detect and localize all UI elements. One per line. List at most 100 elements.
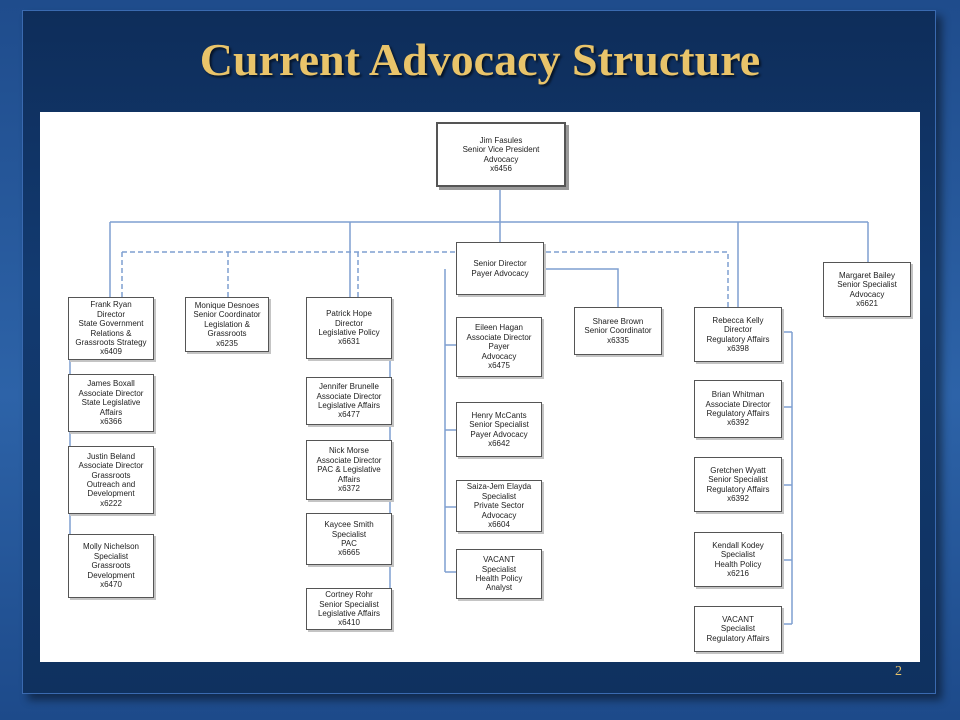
org-box-line: Nick Morse bbox=[328, 446, 369, 456]
org-box-line: Grassroots bbox=[91, 561, 131, 571]
org-box-line: Margaret Bailey bbox=[838, 270, 896, 280]
org-box-line: Grassroots Strategy bbox=[75, 337, 147, 347]
org-box-line: x6621 bbox=[856, 298, 878, 308]
org-box-line: Outreach and bbox=[86, 480, 136, 489]
org-box-line: Cortney Rohr bbox=[325, 590, 373, 600]
org-box-line: Monique Desnoes bbox=[194, 300, 260, 310]
org-box-line: Regulatory Affairs bbox=[706, 409, 770, 418]
org-box-line: VACANT bbox=[483, 555, 515, 565]
org-box-line: Affairs bbox=[99, 407, 123, 417]
org-box-line: x6398 bbox=[727, 343, 749, 353]
org-box-line: x6235 bbox=[216, 338, 238, 348]
org-box-line: Gretchen Wyatt bbox=[710, 465, 766, 475]
org-box-line: James Boxall bbox=[87, 379, 135, 389]
org-box-line: Rebecca Kelly bbox=[712, 315, 764, 325]
org-box-line: Jim Fasules bbox=[479, 135, 523, 145]
org-box-line: Senior Coordinator bbox=[584, 326, 652, 336]
org-box-line: Development bbox=[87, 489, 135, 499]
org-box-line: State Legislative bbox=[81, 398, 141, 408]
org-box-line: PAC bbox=[341, 539, 357, 548]
org-box-line: Associate Director bbox=[78, 388, 144, 398]
org-box-line: x6222 bbox=[100, 498, 122, 508]
org-box-line: Director bbox=[334, 318, 363, 328]
org-box-line: x6642 bbox=[488, 438, 510, 448]
org-box-line: x6477 bbox=[338, 410, 360, 420]
org-box-line: x6216 bbox=[727, 568, 749, 578]
org-box-line: Specialist bbox=[93, 551, 129, 561]
org-box-line: Sharee Brown bbox=[592, 316, 644, 326]
org-box-line: Molly Nichelson bbox=[82, 542, 140, 552]
org-box-line: Frank Ryan bbox=[90, 300, 132, 310]
org-box-line: Associate Director bbox=[466, 332, 532, 342]
org-box-line: Analyst bbox=[485, 583, 513, 593]
connector-solid bbox=[535, 268, 619, 307]
org-box-line: Senior Vice President bbox=[462, 145, 540, 155]
org-box-line: Advocacy bbox=[849, 289, 885, 299]
org-box-line: Kaycee Smith bbox=[324, 520, 374, 530]
org-box-line: x6366 bbox=[100, 417, 122, 427]
org-box-line: VACANT bbox=[722, 614, 754, 624]
org-box-line: State Government bbox=[78, 319, 144, 329]
org-box-line: Legislative Affairs bbox=[317, 609, 381, 618]
org-box-line: Payer bbox=[488, 342, 510, 352]
org-box-line: Grassroots bbox=[207, 329, 247, 339]
org-box-line: Brian Whitman bbox=[711, 390, 765, 400]
org-box-line: x6392 bbox=[727, 418, 749, 428]
org-box-line: Affairs bbox=[337, 474, 361, 484]
org-box-line: Grassroots bbox=[91, 470, 131, 480]
org-box-line: Justin Beland bbox=[86, 451, 136, 461]
org-box-line: Director bbox=[96, 309, 125, 319]
org-box-line: Development bbox=[87, 570, 135, 580]
org-box-line: Relations & bbox=[90, 328, 132, 338]
org-box-line: Health Policy bbox=[714, 559, 762, 569]
org-box-line: Legislative Policy bbox=[318, 328, 380, 337]
org-box-line: x6410 bbox=[338, 618, 360, 628]
connector-lines bbox=[68, 187, 869, 625]
org-box-line: Regulatory Affairs bbox=[706, 633, 770, 643]
org-box-line: Associate Director bbox=[78, 461, 144, 471]
org-box-line: Associate Director bbox=[316, 455, 382, 465]
org-box-line: Payer Advocacy bbox=[470, 429, 528, 439]
org-box-line: Henry McCants bbox=[471, 410, 527, 420]
org-box-line: x6456 bbox=[490, 163, 512, 173]
org-box-line: Specialist bbox=[331, 529, 367, 539]
org-box-line: Senior Specialist bbox=[837, 280, 897, 290]
org-box-line: x6665 bbox=[338, 548, 360, 558]
org-box-line: Payer Advocacy bbox=[471, 268, 529, 278]
org-box-line: Saiza-Jem Elayda bbox=[466, 482, 532, 492]
org-box-line: Specialist bbox=[481, 564, 517, 574]
org-box-line: x6604 bbox=[488, 520, 510, 530]
org-box-line: Associate Director bbox=[705, 399, 771, 409]
org-box-line: Senior Specialist bbox=[319, 599, 379, 609]
org-box-line: Kendall Kodey bbox=[712, 540, 764, 550]
connector-dashed bbox=[122, 251, 729, 307]
org-box-line: Associate Director bbox=[316, 391, 382, 401]
org-box-line: Specialist bbox=[481, 491, 517, 501]
org-box-line: Advocacy bbox=[481, 351, 517, 361]
org-box-line: x6470 bbox=[100, 580, 122, 590]
org-box-line: x6392 bbox=[727, 493, 749, 503]
org-box-line: Patrick Hope bbox=[326, 309, 372, 319]
org-box-line: x6475 bbox=[488, 361, 510, 371]
